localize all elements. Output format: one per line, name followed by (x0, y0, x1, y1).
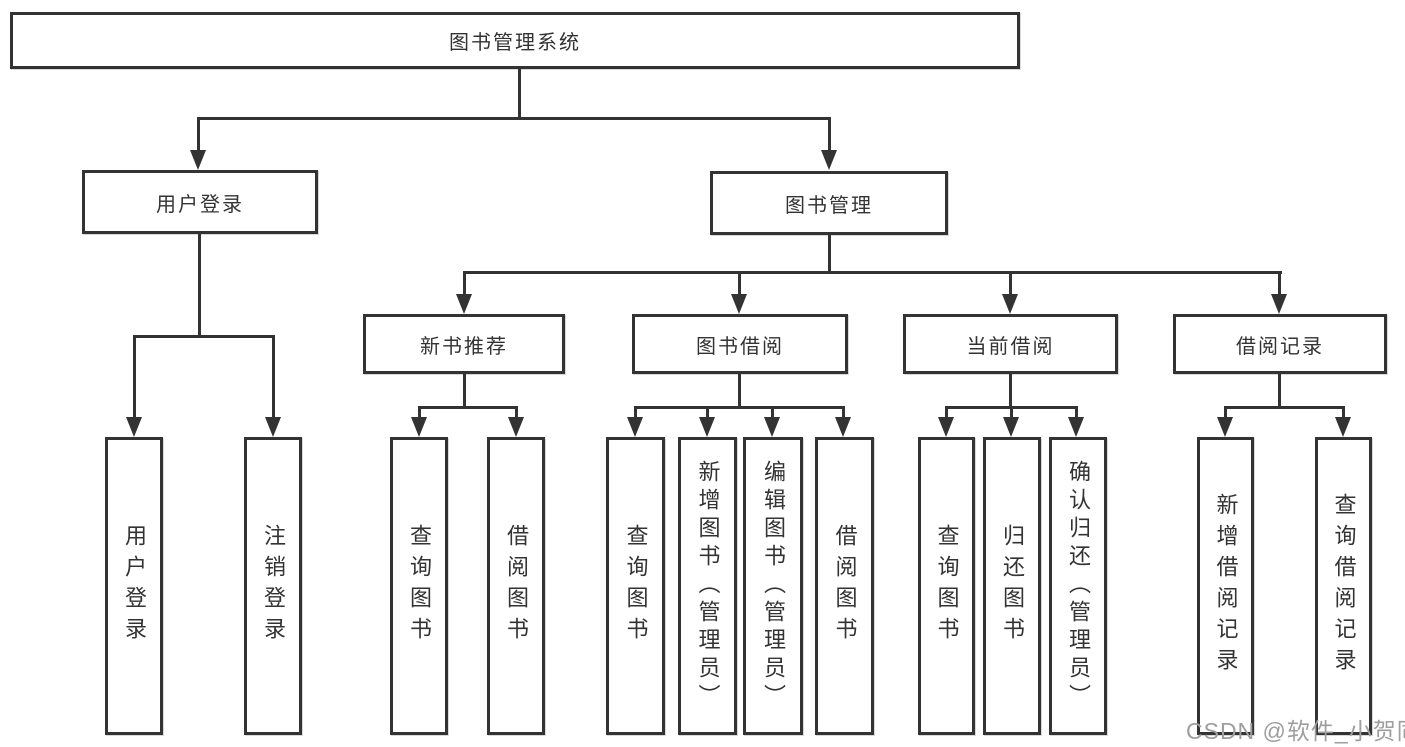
leaf-query-books-current: 查询图书 (918, 437, 975, 735)
leaf-query-books-borrow: 查询图书 (606, 437, 665, 735)
connector (515, 406, 518, 419)
leaf-add-books-admin: 新增图书（管理员） (678, 437, 737, 735)
leaf-label: 借阅图书 (504, 524, 529, 648)
leaf-label: 新增图书（管理员） (695, 460, 721, 712)
arrowhead-down-icon (627, 417, 643, 437)
node-user-login: 用户登录 (82, 170, 318, 234)
leaf-label: 新增借阅记录 (1213, 493, 1239, 679)
arrowhead-down-icon (1335, 417, 1351, 437)
leaf-query-borrow-record: 查询借阅记录 (1315, 437, 1372, 735)
leaf-label: 归还图书 (1000, 524, 1025, 648)
connector (706, 406, 709, 419)
connector (133, 335, 275, 338)
leaf-logout: 注销登录 (244, 437, 302, 735)
connector (1278, 374, 1281, 408)
leaf-confirm-return-admin: 确认归还（管理员） (1049, 437, 1107, 735)
arrowhead-down-icon (699, 417, 715, 437)
arrowhead-down-icon (764, 417, 780, 437)
arrowhead-down-icon (190, 150, 206, 170)
leaf-label: 查询图书 (407, 524, 432, 648)
leaf-label: 查询图书 (623, 524, 649, 648)
arrowhead-down-icon (126, 417, 142, 437)
leaf-edit-books-admin: 编辑图书（管理员） (743, 437, 803, 735)
arrowhead-down-icon (731, 294, 747, 314)
leaf-query-books-recommend: 查询图书 (390, 437, 448, 735)
connector (1342, 406, 1345, 419)
connector (1010, 406, 1013, 419)
node-label: 图书管理 (785, 194, 873, 217)
node-label: 图书借阅 (696, 335, 784, 358)
connector (1009, 271, 1012, 297)
arrowhead-down-icon (1002, 294, 1018, 314)
connector (1075, 406, 1078, 419)
node-borrow-records: 借阅记录 (1173, 314, 1387, 374)
connector (842, 406, 845, 419)
arrowhead-down-icon (835, 417, 851, 437)
arrowhead-down-icon (508, 417, 524, 437)
leaf-label: 查询图书 (934, 524, 960, 648)
connector (272, 335, 275, 419)
leaf-label: 注销登录 (261, 524, 286, 648)
leaf-borrow-books-recommend: 借阅图书 (487, 437, 545, 735)
node-label: 当前借阅 (966, 335, 1055, 358)
connector (418, 406, 518, 409)
connector (1278, 271, 1281, 297)
arrowhead-down-icon (1003, 417, 1019, 437)
connector (518, 68, 521, 120)
leaf-add-borrow-record: 新增借阅记录 (1197, 437, 1254, 735)
leaf-label: 确认归还（管理员） (1066, 460, 1091, 712)
node-label: 用户登录 (156, 193, 244, 216)
csdn-watermark: CSDN @软件_小贺同学 (1186, 718, 1405, 744)
connector (1009, 374, 1012, 408)
arrowhead-down-icon (1271, 294, 1287, 314)
connector (738, 271, 741, 297)
leaf-label: 用户登录 (122, 524, 147, 648)
connector (197, 117, 200, 153)
node-current-borrow: 当前借阅 (903, 314, 1118, 374)
connector (945, 406, 948, 419)
connector (463, 374, 466, 408)
connector (828, 235, 831, 273)
arrowhead-down-icon (456, 294, 472, 314)
connector (463, 271, 466, 297)
connector (463, 271, 1282, 274)
node-book-management: 图书管理 (710, 171, 948, 235)
node-label: 借阅记录 (1236, 335, 1324, 358)
connector (738, 374, 741, 408)
arrowhead-down-icon (821, 150, 837, 170)
arrowhead-down-icon (265, 417, 281, 437)
leaf-user-login: 用户登录 (105, 437, 163, 735)
node-book-borrow: 图书借阅 (632, 314, 848, 374)
connector (198, 234, 201, 337)
node-label: 图书管理系统 (449, 32, 581, 54)
arrowhead-down-icon (1217, 417, 1233, 437)
connector (1224, 406, 1227, 419)
arrowhead-down-icon (938, 417, 954, 437)
leaf-label: 编辑图书（管理员） (761, 460, 786, 712)
leaf-borrow-books: 借阅图书 (815, 437, 874, 735)
connector (1224, 406, 1345, 409)
leaf-label: 借阅图书 (832, 524, 858, 648)
node-label: 新书推荐 (420, 335, 508, 358)
connector (197, 117, 831, 120)
connector (418, 406, 421, 419)
leaf-return-books: 归还图书 (983, 437, 1041, 735)
connector (771, 406, 774, 419)
connector (634, 406, 845, 409)
arrowhead-down-icon (411, 417, 427, 437)
leaf-label: 查询借阅记录 (1331, 493, 1357, 679)
connector (828, 117, 831, 153)
node-library-system: 图书管理系统 (10, 12, 1020, 69)
arrowhead-down-icon (1068, 417, 1084, 437)
node-new-book-recommend: 新书推荐 (363, 314, 565, 374)
connector (133, 335, 136, 419)
connector (634, 406, 637, 419)
